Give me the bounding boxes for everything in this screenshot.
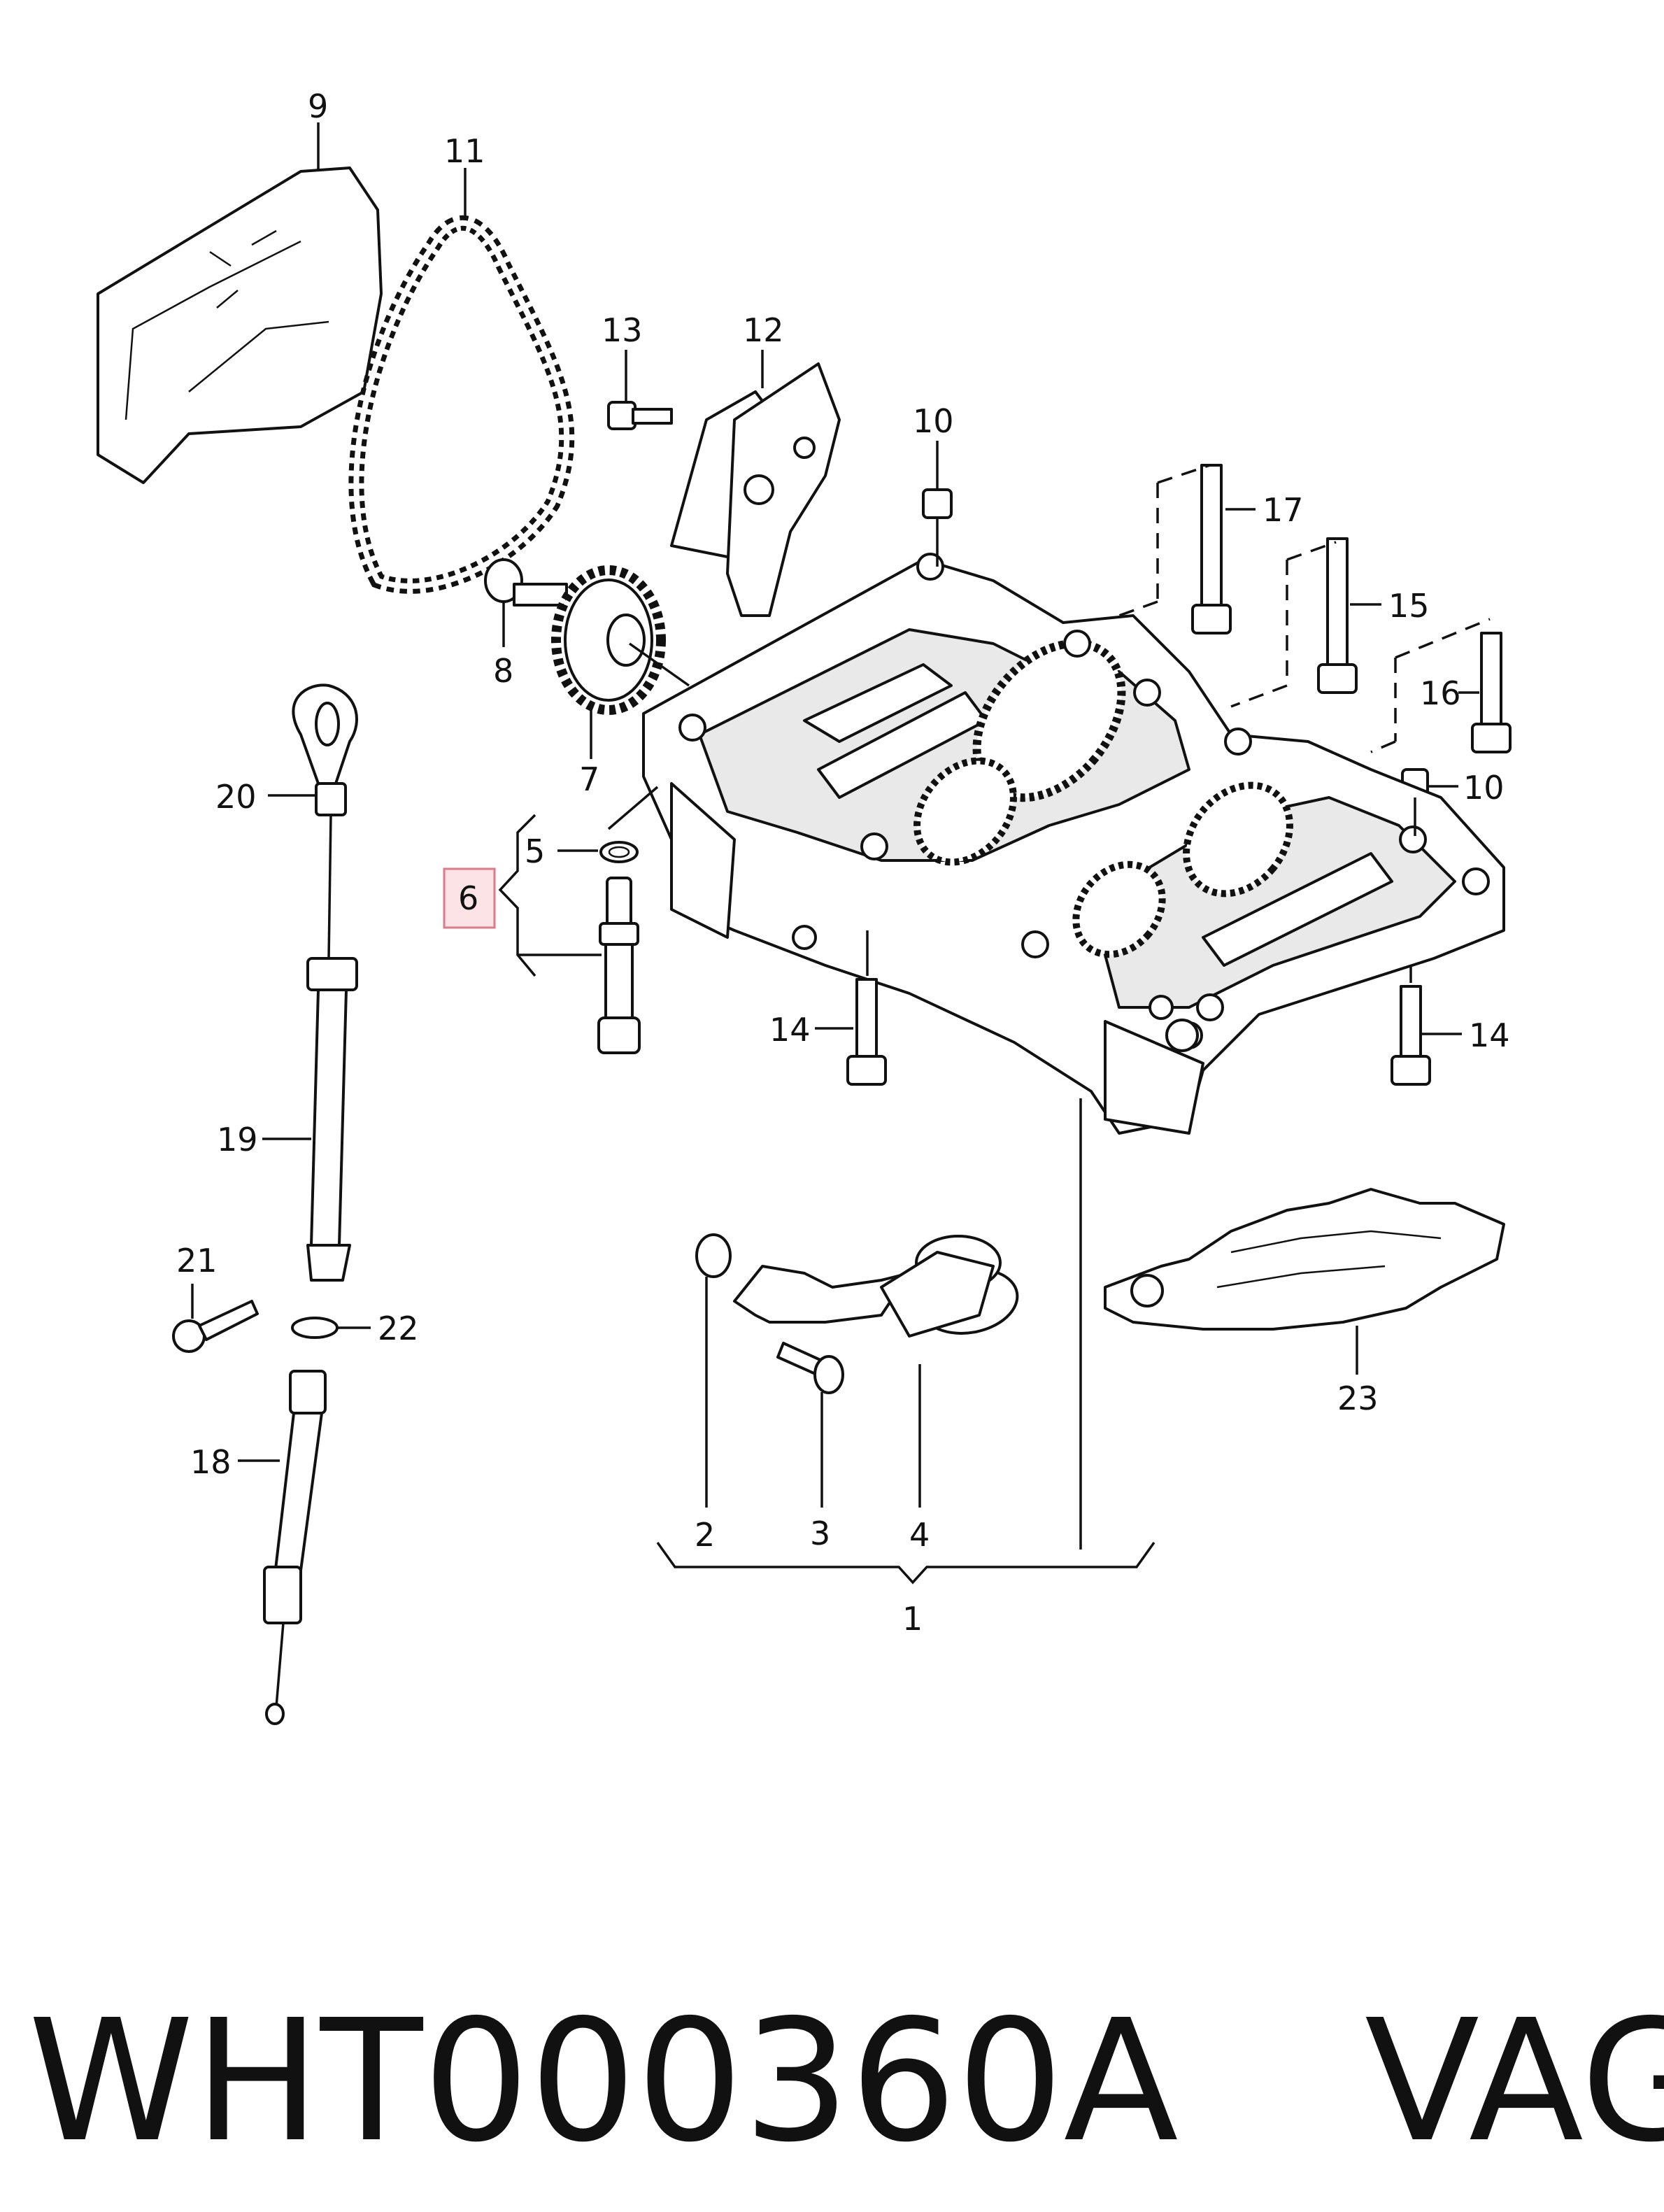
callout-21: 21	[176, 1242, 218, 1279]
part-15-bolt	[1317, 537, 1358, 694]
part-10-dowel-upper	[922, 488, 953, 519]
part-12-chain-tensioner	[670, 362, 841, 617]
part-11-timing-chain	[348, 215, 575, 594]
part-6-relief-valve	[597, 877, 641, 1054]
leader-lines	[191, 122, 1491, 1584]
callout-9: 9	[308, 87, 328, 125]
part-23-baffle-plate	[1104, 1188, 1505, 1331]
callout-22: 22	[378, 1310, 419, 1347]
highlight-box-6	[443, 867, 496, 929]
part-21-screw	[172, 1300, 259, 1353]
part-3-bolt	[776, 1342, 844, 1394]
callout-14-left: 14	[769, 1011, 811, 1049]
callout-6: 6	[458, 879, 478, 917]
part-14-bolt-left	[846, 978, 887, 1086]
part-number: WHT000360A	[28, 1983, 1179, 2179]
part-20-dipstick-handle	[292, 683, 358, 959]
callout-10-upper: 10	[913, 402, 954, 440]
part-18-dipstick-tube-lower	[263, 1370, 327, 1725]
callout-14-right: 14	[1469, 1016, 1510, 1054]
part-1-oil-pump-housing	[642, 553, 1505, 1135]
callout-17: 17	[1263, 491, 1304, 529]
callout-1: 1	[902, 1600, 923, 1638]
part-4-oil-strainer	[733, 1235, 1019, 1338]
callout-16: 16	[1420, 674, 1461, 712]
part-14-bolt-right	[1391, 985, 1431, 1086]
part-19-dipstick-guide-tube	[306, 957, 358, 1282]
callout-12: 12	[743, 311, 784, 349]
part-22-o-ring	[291, 1317, 339, 1339]
callout-4: 4	[909, 1516, 930, 1554]
part-9-timing-cover	[97, 166, 383, 484]
callout-15: 15	[1388, 587, 1430, 625]
callout-19: 19	[217, 1121, 258, 1158]
part-7-sprocket	[551, 565, 690, 715]
brand-name: VAG	[1365, 1983, 1664, 2179]
callout-8: 8	[493, 652, 513, 690]
part-number-caption: WHT000360A VAG	[28, 1983, 1664, 2179]
callout-11: 11	[444, 132, 485, 170]
part-8-bolt	[484, 558, 568, 607]
part-5-o-ring	[599, 841, 639, 863]
callout-3: 3	[810, 1515, 830, 1552]
callout-13: 13	[602, 311, 643, 349]
part-16-bolt	[1471, 632, 1512, 753]
callout-20: 20	[215, 778, 257, 816]
part-2-o-ring	[695, 1233, 732, 1278]
part-17-bolt	[1191, 464, 1232, 634]
callout-labels: 9 11 13 12 10 17 15 8 16 7 20 10 5 6 14 …	[176, 87, 1510, 1638]
callout-5: 5	[525, 832, 545, 870]
callout-7: 7	[579, 760, 599, 798]
callout-18: 18	[190, 1443, 232, 1481]
callout-10-right: 10	[1463, 769, 1505, 807]
callout-2: 2	[695, 1516, 715, 1554]
part-13-bolt	[607, 401, 673, 430]
callout-23: 23	[1337, 1380, 1379, 1417]
